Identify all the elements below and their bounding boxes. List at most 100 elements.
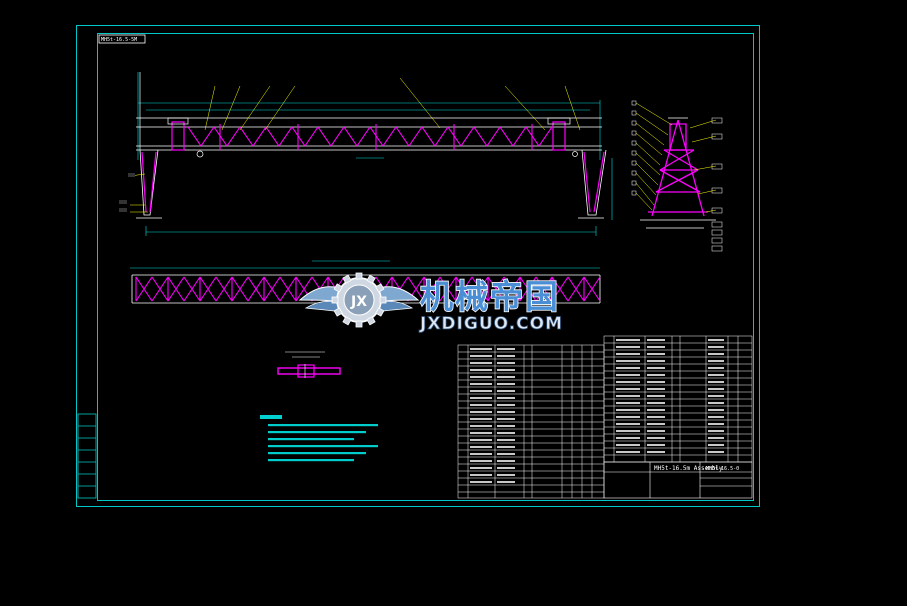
bom-cell-mark [708,423,724,425]
gear-tooth [333,283,343,293]
bom-cell-mark [470,390,492,392]
callout-box [711,117,723,124]
bom-cell-mark [616,346,640,348]
bom-cell-mark [497,355,515,357]
bom-cell-mark [497,411,515,413]
callout-box [631,190,637,196]
bom-cell-mark [470,404,492,406]
sheet-title: MH5t-16.5m Assembly [654,465,723,472]
bom-cell-mark [470,446,492,448]
gear-tooth [342,274,352,284]
note-line [268,459,354,462]
bom-cell-mark [497,460,515,462]
title-block [603,461,753,499]
bom-cell-mark [616,451,640,453]
bom-cell-mark [708,444,724,446]
bom-cell-mark [616,444,640,446]
bom-cell-mark [708,388,724,390]
bill-of-materials [457,335,753,499]
bom-cell-mark [647,409,665,411]
callout-box [711,187,723,194]
note-line [268,438,354,441]
bom-cell-mark [647,381,665,383]
title-tag-text: MH5t-16.5-5M [101,37,137,43]
gear-wings-logo: JX [298,272,420,328]
bom-cell-mark [470,460,492,462]
bom-cell-mark [470,453,492,455]
outer-frame [76,25,760,507]
bom-cell-mark [708,374,724,376]
bom-cell-mark [708,416,724,418]
bom-cell-mark [470,439,492,441]
bom-cell-mark [470,369,492,371]
bom-cell-mark [616,353,640,355]
gear-tooth [379,296,387,304]
bom-cell-mark [497,453,515,455]
bom-cell-mark [470,432,492,434]
gear-tooth [333,307,343,317]
bom-cell-mark [647,444,665,446]
bom-cell-mark [616,339,640,341]
bom-cell-mark [708,353,724,355]
note-line [268,424,378,427]
bom-cell-mark [708,381,724,383]
gear-tooth [375,283,385,293]
note-line [268,431,366,434]
bom-cell-mark [616,402,640,404]
bom-cell-mark [497,376,515,378]
callout-box [631,150,637,156]
bom-cell-mark [616,395,640,397]
callout-box [631,100,637,106]
bom-cell-mark [470,383,492,385]
bom-cell-mark [497,432,515,434]
bom-cell-mark [647,451,665,453]
gear-tooth [342,316,352,326]
gear-tooth [366,274,376,284]
bom-cell-mark [470,418,492,420]
gear-tooth [366,316,376,326]
gear-tooth [375,307,385,317]
bom-cell-mark [497,425,515,427]
callout-box [631,170,637,176]
bom-cell-mark [497,362,515,364]
front-truss-web [187,126,553,147]
bom-cell-mark [470,362,492,364]
bom-cell-mark [497,474,515,476]
callout-box [711,163,723,170]
bom-cell-mark [497,446,515,448]
watermark-cn: 机械帝国 [420,277,560,316]
bom-cell-mark [647,360,665,362]
callout-box [631,140,637,146]
bom-cell-mark [616,430,640,432]
watermark-en: JXDIGUO.COM [419,314,563,334]
front-elevation-view [119,72,613,236]
bom-cell-mark [470,474,492,476]
bom-cell-mark [497,467,515,469]
bom-cell-mark [616,423,640,425]
bom-cell-mark [497,348,515,350]
title-tag: MH5t-16.5-5M [98,34,146,44]
callout-box [631,130,637,136]
callout-box [631,180,637,186]
bom-cell-mark [497,397,515,399]
callout-box [711,133,723,140]
bom-cell-mark [708,430,724,432]
bom-cell-mark [647,437,665,439]
bom-cell-mark [616,388,640,390]
bom-cell-mark [647,339,665,341]
bom-cell-mark [470,481,492,483]
bom-cell-mark [647,388,665,390]
bom-cell-mark [616,437,640,439]
bom-cell-mark [647,367,665,369]
bom-cell-mark [470,425,492,427]
bom-cell-mark [708,409,724,411]
callout-box [711,221,723,228]
bom-cell-mark [708,451,724,453]
callout-box [631,110,637,116]
side-elevation-view [631,100,723,252]
detail-section-view [277,351,341,378]
bom-cell-mark [616,409,640,411]
drawing-number: MH5t-16.5-0 [706,466,739,472]
gear-tooth [355,320,363,328]
bom-cell-mark [708,395,724,397]
